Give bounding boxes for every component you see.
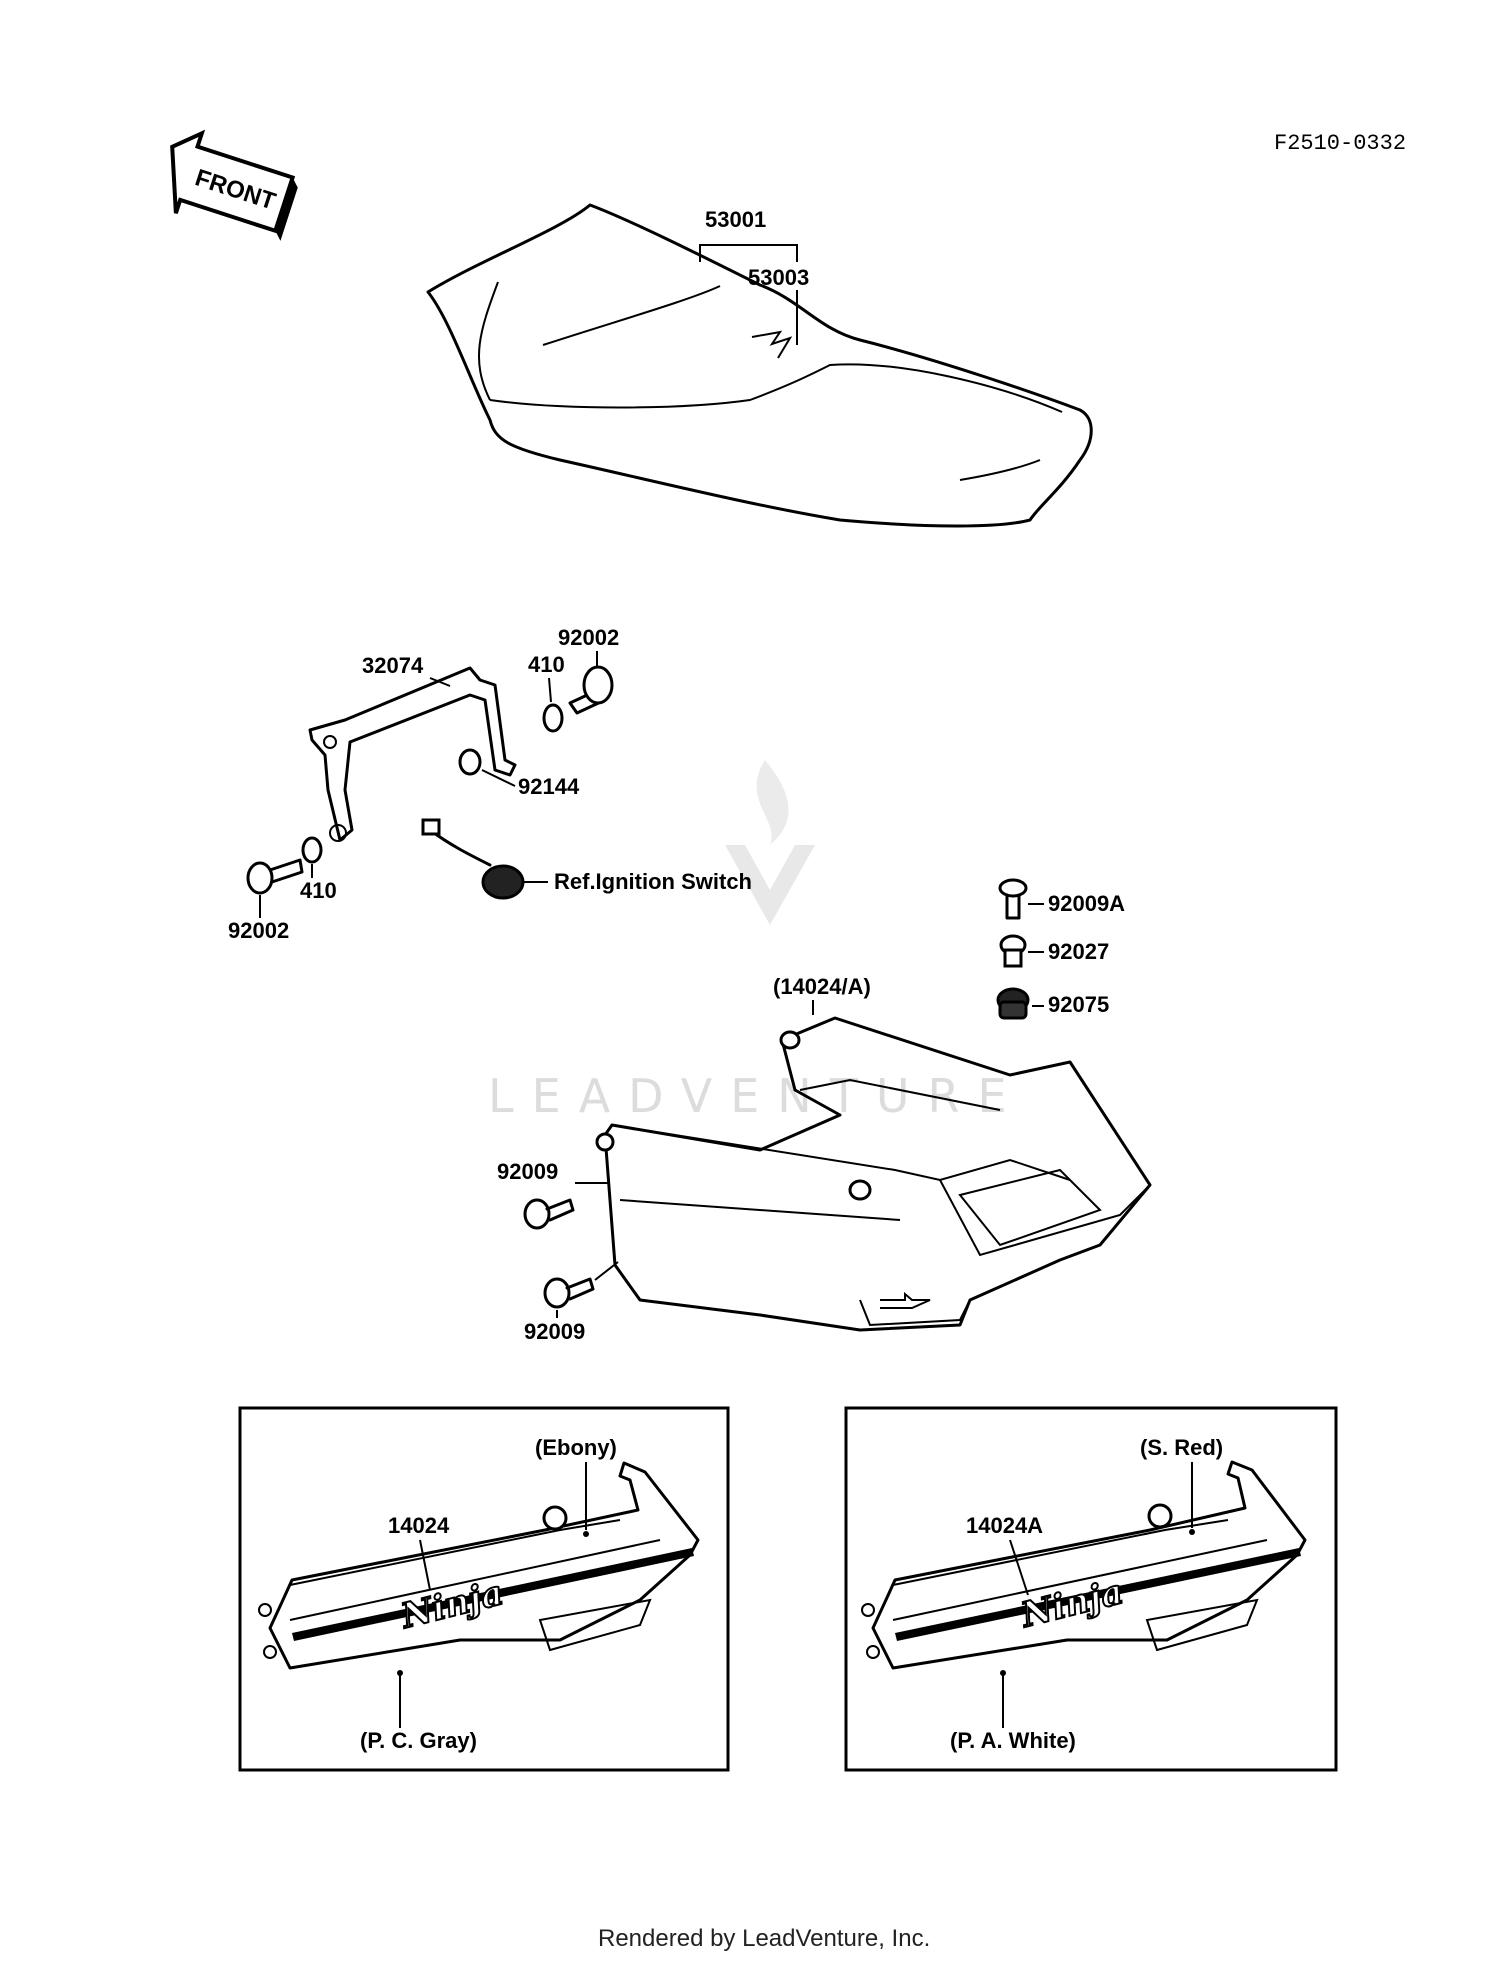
washer-top-icon: [542, 703, 564, 733]
part-410-top: 410: [528, 652, 565, 677]
bolt-bottom-icon: [246, 858, 304, 895]
variant-box-14024: Ninja: [238, 1406, 730, 1772]
ninja-logo: Ninja: [397, 1573, 508, 1637]
part-410-bottom: 410: [300, 878, 337, 903]
screw-lower-icon: [543, 1277, 595, 1309]
watermark: LEADVENTURE: [488, 760, 1025, 1123]
part-53001: 53001: [705, 207, 766, 232]
part-14024a: 14024A: [966, 1513, 1043, 1538]
screw-upper-icon: [523, 1198, 575, 1230]
part-53003: 53003: [748, 265, 809, 290]
ignition-switch-reference: Ref.Ignition Switch: [554, 869, 752, 894]
ignition-switch-cable-icon: [421, 818, 525, 900]
color-pa-white: (P. A. White): [950, 1728, 1076, 1753]
part-92144: 92144: [518, 774, 580, 799]
spring-leader: [481, 769, 516, 787]
seat-cover-drawing: [595, 1016, 1152, 1332]
part-92009-lower: 92009: [524, 1319, 585, 1344]
part-92009-upper: 92009: [497, 1159, 558, 1184]
part-92027: 92027: [1048, 939, 1109, 964]
damper-92075-icon: [996, 987, 1030, 1020]
washer-top-leader: [548, 677, 552, 703]
part-32074: 32074: [362, 653, 424, 678]
bolt-92009a-icon: [998, 878, 1028, 920]
color-ebony: (Ebony): [535, 1435, 617, 1460]
part-92002-top: 92002: [558, 625, 619, 650]
color-pc-gray: (P. C. Gray): [360, 1728, 477, 1753]
screw-lower-leader-2: [594, 1261, 619, 1281]
part-14024: 14024: [388, 1513, 450, 1538]
part-14024a-leader: [1009, 1539, 1029, 1596]
watermark-text: LEADVENTURE: [488, 1069, 1025, 1123]
bolt-top-icon: [568, 665, 614, 715]
cover-callout-14024-a: (14024/A): [773, 974, 871, 999]
front-arrow-icon: FRONT: [170, 129, 298, 241]
footer-credit: Rendered by LeadVenture, Inc.: [598, 1925, 930, 1952]
collar-92027-icon: [999, 934, 1027, 968]
variant-box-14024a: Ninja: [844, 1406, 1338, 1772]
seat-bracket-line: [699, 244, 798, 262]
part-92075: 92075: [1048, 992, 1109, 1017]
washer-bottom-icon: [301, 836, 323, 864]
seat-drawing: [426, 203, 1093, 528]
part-14024-leader: [419, 1539, 431, 1591]
part-92002-bottom: 92002: [228, 918, 289, 943]
diagram-code: F2510-0332: [1274, 131, 1406, 156]
spring-icon: [458, 748, 482, 776]
color-s-red: (S. Red): [1140, 1435, 1223, 1460]
hook-leader: [429, 677, 451, 687]
seat-hook-drawing: [308, 666, 517, 842]
part-92009a: 92009A: [1048, 891, 1125, 916]
